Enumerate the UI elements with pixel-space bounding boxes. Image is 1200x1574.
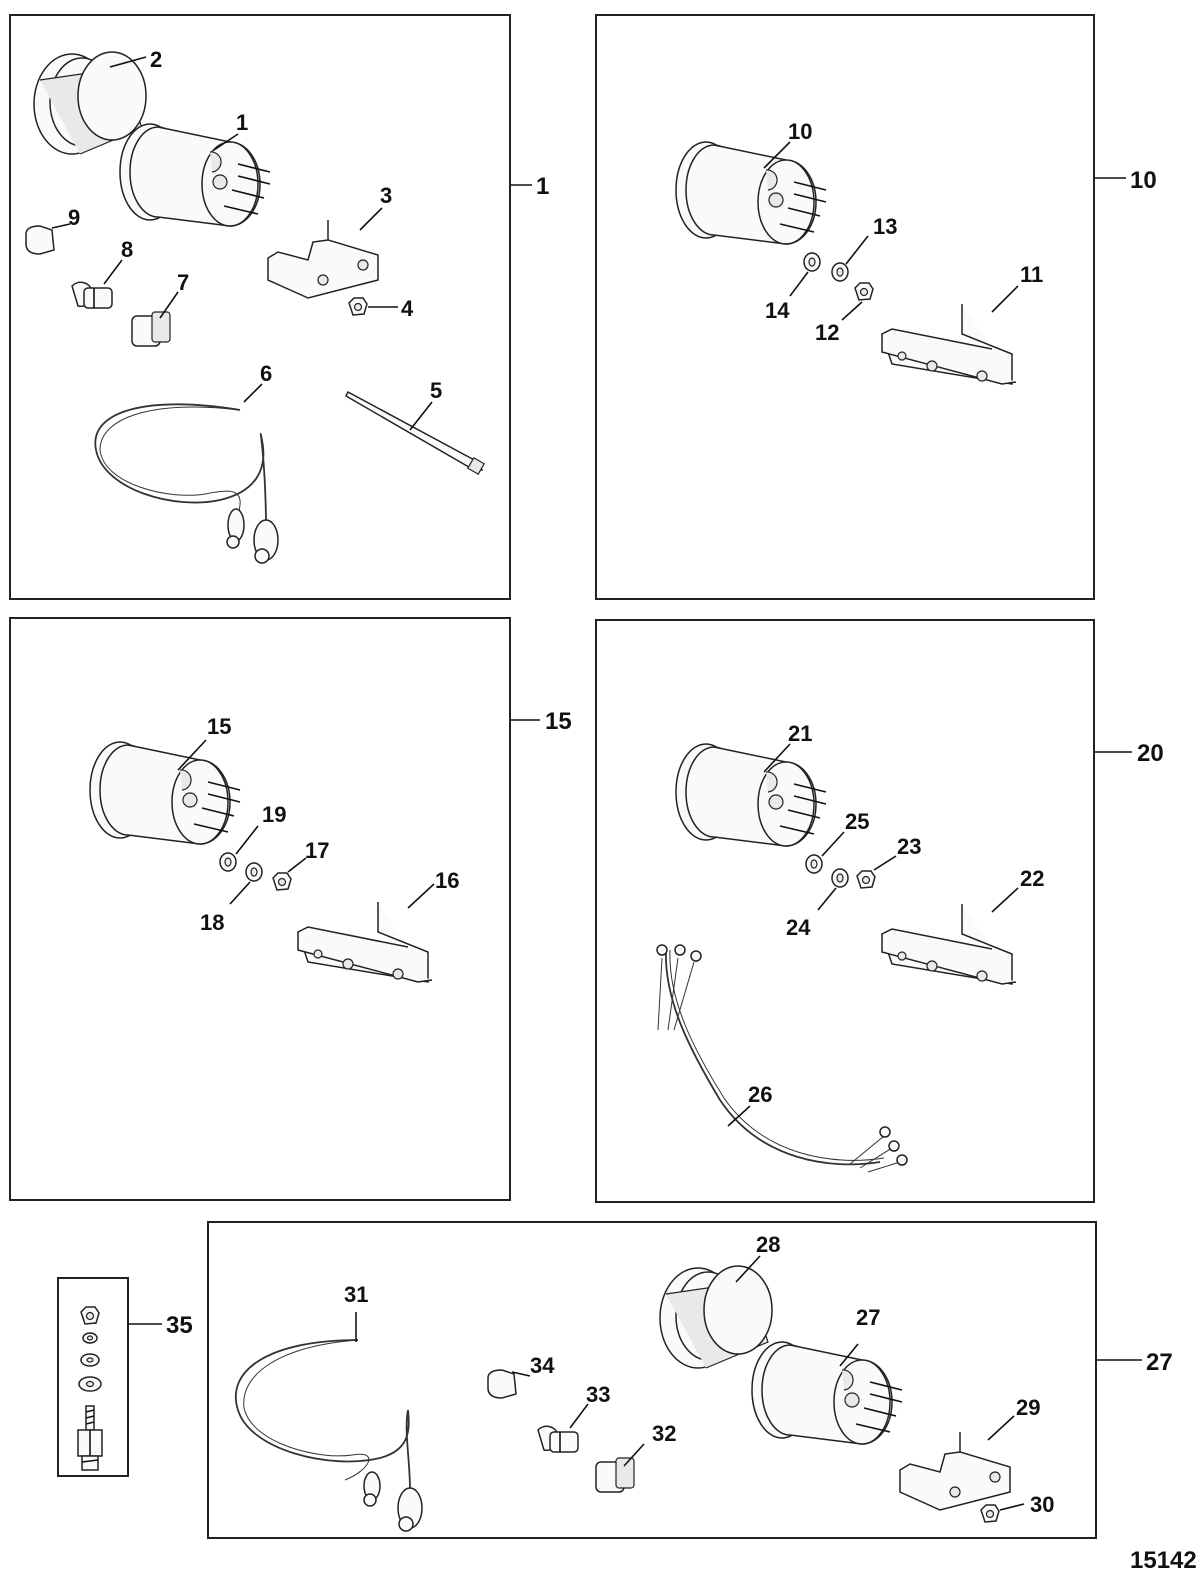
callout-28: 28 xyxy=(756,1232,780,1257)
callout-33: 33 xyxy=(586,1382,610,1407)
callout-13: 13 xyxy=(873,214,897,239)
gauge xyxy=(119,123,271,227)
callout-21: 21 xyxy=(788,721,812,746)
mounting-bracket xyxy=(267,219,379,299)
lamp-cap xyxy=(487,1369,517,1399)
callout-12: 12 xyxy=(815,320,839,345)
callout-32: 32 xyxy=(652,1421,676,1446)
nut xyxy=(272,872,292,891)
callout-30: 30 xyxy=(1030,1492,1054,1517)
callout-17: 17 xyxy=(305,838,329,863)
lamp-cap xyxy=(25,225,55,255)
callout-29: 29 xyxy=(1016,1395,1040,1420)
figure-id: 15142 xyxy=(1130,1547,1197,1574)
callout-11: 11 xyxy=(1020,262,1043,287)
lock-washer xyxy=(831,868,849,888)
nut xyxy=(348,297,368,316)
flat-washer xyxy=(805,854,823,874)
callout-23: 23 xyxy=(897,834,921,859)
bezel-ring xyxy=(659,1265,773,1369)
callout-24: 24 xyxy=(786,915,811,940)
nut xyxy=(980,1504,1000,1523)
callout-14: 14 xyxy=(765,298,790,323)
sender-nut xyxy=(80,1306,100,1325)
callout-26: 26 xyxy=(748,1082,772,1107)
kit-box-20: 20 21 25 23 22 24 xyxy=(595,619,1164,1203)
lamp-bulb xyxy=(71,281,113,309)
kit-35-ref: 35 xyxy=(166,1312,193,1339)
lamp-socket xyxy=(595,1457,635,1493)
callout-9: 9 xyxy=(68,205,80,230)
gauge xyxy=(89,741,241,845)
callout-6: 6 xyxy=(260,361,272,386)
callout-25: 25 xyxy=(845,809,869,834)
callout-2: 2 xyxy=(150,47,162,72)
u-bracket xyxy=(881,903,1017,985)
mounting-bracket xyxy=(899,1431,1011,1511)
callout-7: 7 xyxy=(177,270,189,295)
flat-washer xyxy=(219,852,237,872)
callout-3: 3 xyxy=(380,183,392,208)
callout-22: 22 xyxy=(1020,866,1044,891)
harness-cable xyxy=(235,1339,423,1532)
nut xyxy=(854,282,874,301)
callout-1: 1 xyxy=(236,110,248,135)
lock-washer xyxy=(245,862,263,882)
cable-tie xyxy=(345,390,486,476)
callout-15: 15 xyxy=(207,714,231,739)
gauge xyxy=(675,141,827,245)
u-bracket xyxy=(881,303,1017,385)
kit-27-ref: 27 xyxy=(1146,1349,1173,1376)
callout-5: 5 xyxy=(430,378,442,403)
kit-box-15: 15 15 19 17 18 16 xyxy=(9,617,572,1201)
kit-10-ref: 10 xyxy=(1130,167,1157,194)
gauge xyxy=(751,1341,903,1445)
kit-box-27: 27 28 31 27 34 33 29 32 30 xyxy=(207,1221,1173,1539)
callout-16: 16 xyxy=(435,868,459,893)
kit-20-ref: 20 xyxy=(1137,740,1164,767)
kit-1-ref: 1 xyxy=(536,173,549,200)
kit-box-35: 35 xyxy=(57,1277,193,1477)
flat-washer xyxy=(803,252,821,272)
callout-10: 10 xyxy=(788,119,812,144)
harness-cable xyxy=(94,403,279,564)
lamp-bulb xyxy=(537,1425,579,1453)
callout-34: 34 xyxy=(530,1353,555,1378)
lock-washer xyxy=(831,262,849,282)
callout-27: 27 xyxy=(856,1305,880,1330)
callout-4: 4 xyxy=(401,296,414,321)
wiring-harness xyxy=(656,944,908,1173)
kit-box-10: 10 10 13 14 12 11 xyxy=(595,14,1157,600)
callout-18: 18 xyxy=(200,910,224,935)
gauge xyxy=(675,743,827,847)
callout-8: 8 xyxy=(121,237,133,262)
sender-stud xyxy=(77,1405,103,1471)
callout-19: 19 xyxy=(262,802,286,827)
kit-box-1: 1 2 1 3 9 8 7 4 6 xyxy=(9,14,549,600)
nut xyxy=(856,870,876,889)
u-bracket xyxy=(297,901,433,983)
lamp-socket xyxy=(131,311,171,347)
callout-31: 31 xyxy=(344,1282,368,1307)
kit-15-ref: 15 xyxy=(545,708,572,735)
